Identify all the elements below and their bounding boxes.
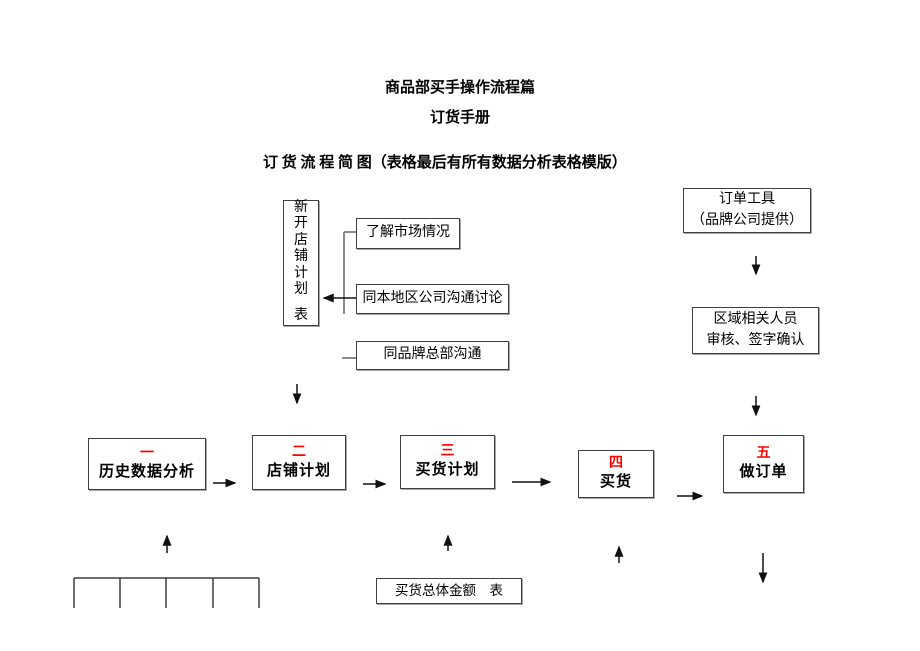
section-title: 订 货 流 程 简 图（表格最后有所有数据分析表格模版） xyxy=(263,155,627,171)
total-amount-box: 买货总体金额 表 xyxy=(376,578,522,604)
step3-number: 三 xyxy=(440,444,455,459)
order-tool-line1: 订单工具 xyxy=(719,192,775,208)
step-box-history-analysis: 一 历史数据分析 xyxy=(88,438,206,490)
step5-label: 做订单 xyxy=(739,464,788,480)
page-subtitle: 订货手册 xyxy=(429,110,490,126)
regional-confirm-line2: 审核、签字确认 xyxy=(706,332,805,348)
brand-hq-label: 同品牌总部沟通 xyxy=(383,347,482,363)
market-research-box: 了解市场情况 xyxy=(356,218,460,249)
local-company-label: 同本地区公司沟通讨论 xyxy=(362,290,503,306)
regional-confirm-box: 区域相关人员 审核、签字确认 xyxy=(692,307,819,354)
brand-hq-box: 同品牌总部沟通 xyxy=(356,341,509,370)
step2-number: 二 xyxy=(292,444,306,460)
regional-confirm-line1: 区域相关人员 xyxy=(713,312,798,328)
step-box-buying-plan: 三 买货计划 xyxy=(400,435,495,489)
local-company-box: 同本地区公司沟通讨论 xyxy=(356,284,509,314)
step2-label: 店铺计划 xyxy=(266,462,331,479)
new-store-plan-label: 新开店铺计划 xyxy=(294,199,308,298)
new-store-plan-suffix: 表 xyxy=(294,307,308,323)
step4-number: 四 xyxy=(609,456,623,471)
order-tool-line2: （品牌公司提供） xyxy=(691,212,803,228)
step-box-make-order: 五 做订单 xyxy=(723,435,804,493)
market-research-label: 了解市场情况 xyxy=(366,225,450,241)
partial-table xyxy=(73,577,260,608)
step-box-buying: 四 买货 xyxy=(578,450,654,498)
new-store-plan-box: 新开店铺计划 表 xyxy=(283,200,319,326)
step4-label: 买货 xyxy=(599,474,632,490)
step1-number: 一 xyxy=(140,446,154,461)
order-tool-box: 订单工具 （品牌公司提供） xyxy=(683,188,811,233)
total-amount-label: 买货总体金额 表 xyxy=(395,583,503,599)
page-title: 商品部买手操作流程篇 xyxy=(384,80,535,96)
step5-number: 五 xyxy=(756,446,771,461)
step-box-store-plan: 二 店铺计划 xyxy=(252,435,346,490)
step1-label: 历史数据分析 xyxy=(98,464,195,480)
step3-label: 买货计划 xyxy=(415,462,480,478)
